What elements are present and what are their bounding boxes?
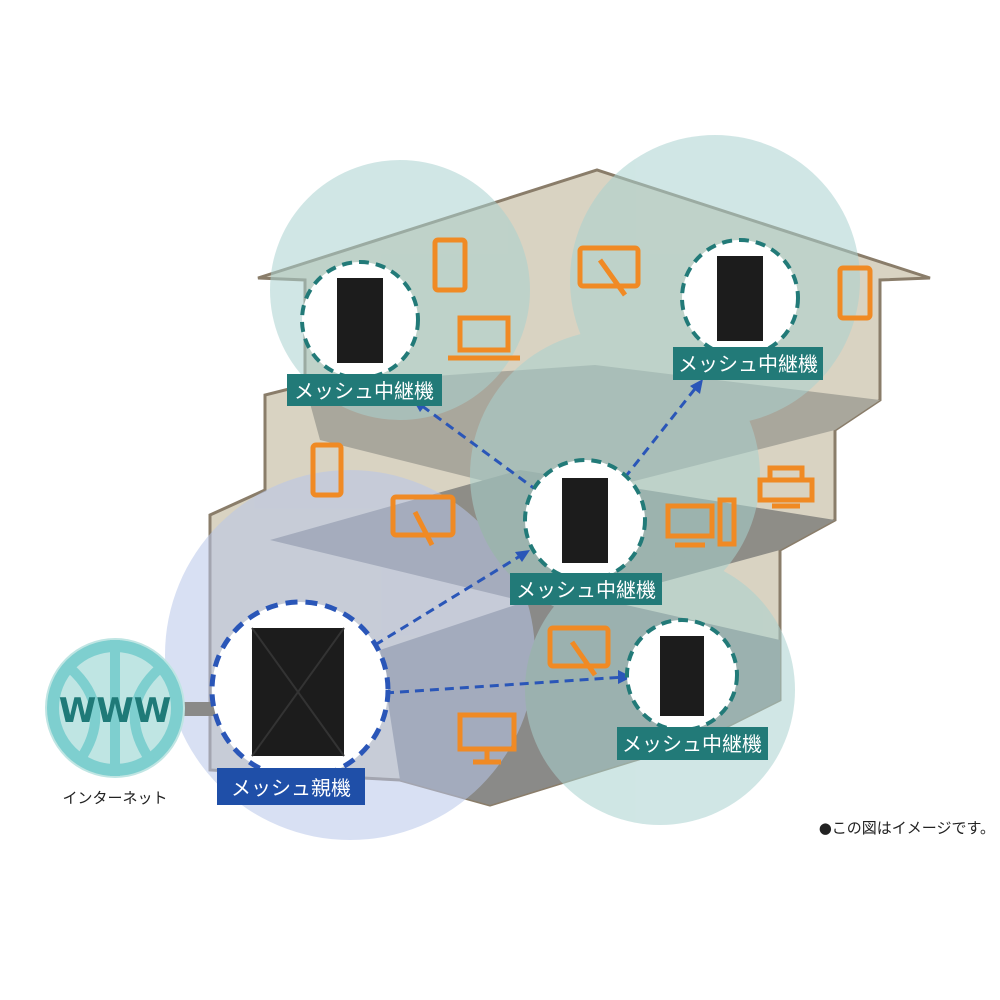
internet-label: インターネット — [62, 789, 167, 807]
repeater-label-top-right: メッシュ中継機 — [673, 347, 823, 380]
router-icon — [562, 478, 608, 563]
svg-text:メッシュ中継機: メッシュ中継機 — [678, 352, 818, 376]
router-icon — [660, 636, 704, 716]
globe-text: WWW — [59, 691, 172, 731]
tablet-pen-icon — [390, 494, 456, 547]
router-icon — [337, 278, 383, 363]
svg-text:メッシュ中継機: メッシュ中継機 — [294, 379, 434, 403]
svg-text:メッシュ親機: メッシュ親機 — [231, 776, 351, 800]
tablet-pen-icon — [547, 625, 611, 677]
router-repeater-top-right — [680, 238, 800, 358]
router-repeater-bottom-right — [625, 618, 739, 732]
disclaimer-note: ●この図はイメージです。 — [819, 819, 995, 837]
svg-text:メッシュ中継機: メッシュ中継機 — [516, 578, 656, 602]
parent-label: メッシュ親機 — [217, 768, 365, 805]
internet-cable — [180, 702, 220, 716]
repeater-label-center: メッシュ中継機 — [510, 573, 662, 605]
repeater-label-bottom-right: メッシュ中継機 — [617, 727, 768, 760]
router-parent — [209, 599, 391, 781]
svg-text:メッシュ中継機: メッシュ中継機 — [622, 732, 762, 756]
router-icon — [717, 256, 763, 341]
globe-icon: WWW — [45, 638, 185, 778]
tablet-icon — [432, 237, 468, 293]
phone-icon — [837, 265, 873, 321]
repeater-label-top-left: メッシュ中継機 — [287, 374, 442, 406]
router-repeater-top-left — [300, 260, 420, 380]
laptop-icon — [448, 315, 520, 361]
devices — [310, 237, 873, 765]
tablet-pen-icon — [577, 245, 641, 297]
printer-icon — [757, 465, 815, 509]
connection-arrows — [374, 384, 700, 695]
phone-icon — [310, 442, 344, 498]
desktop-computer-icon — [665, 497, 737, 548]
router-repeater-center — [523, 458, 647, 582]
monitor-icon — [457, 712, 517, 765]
